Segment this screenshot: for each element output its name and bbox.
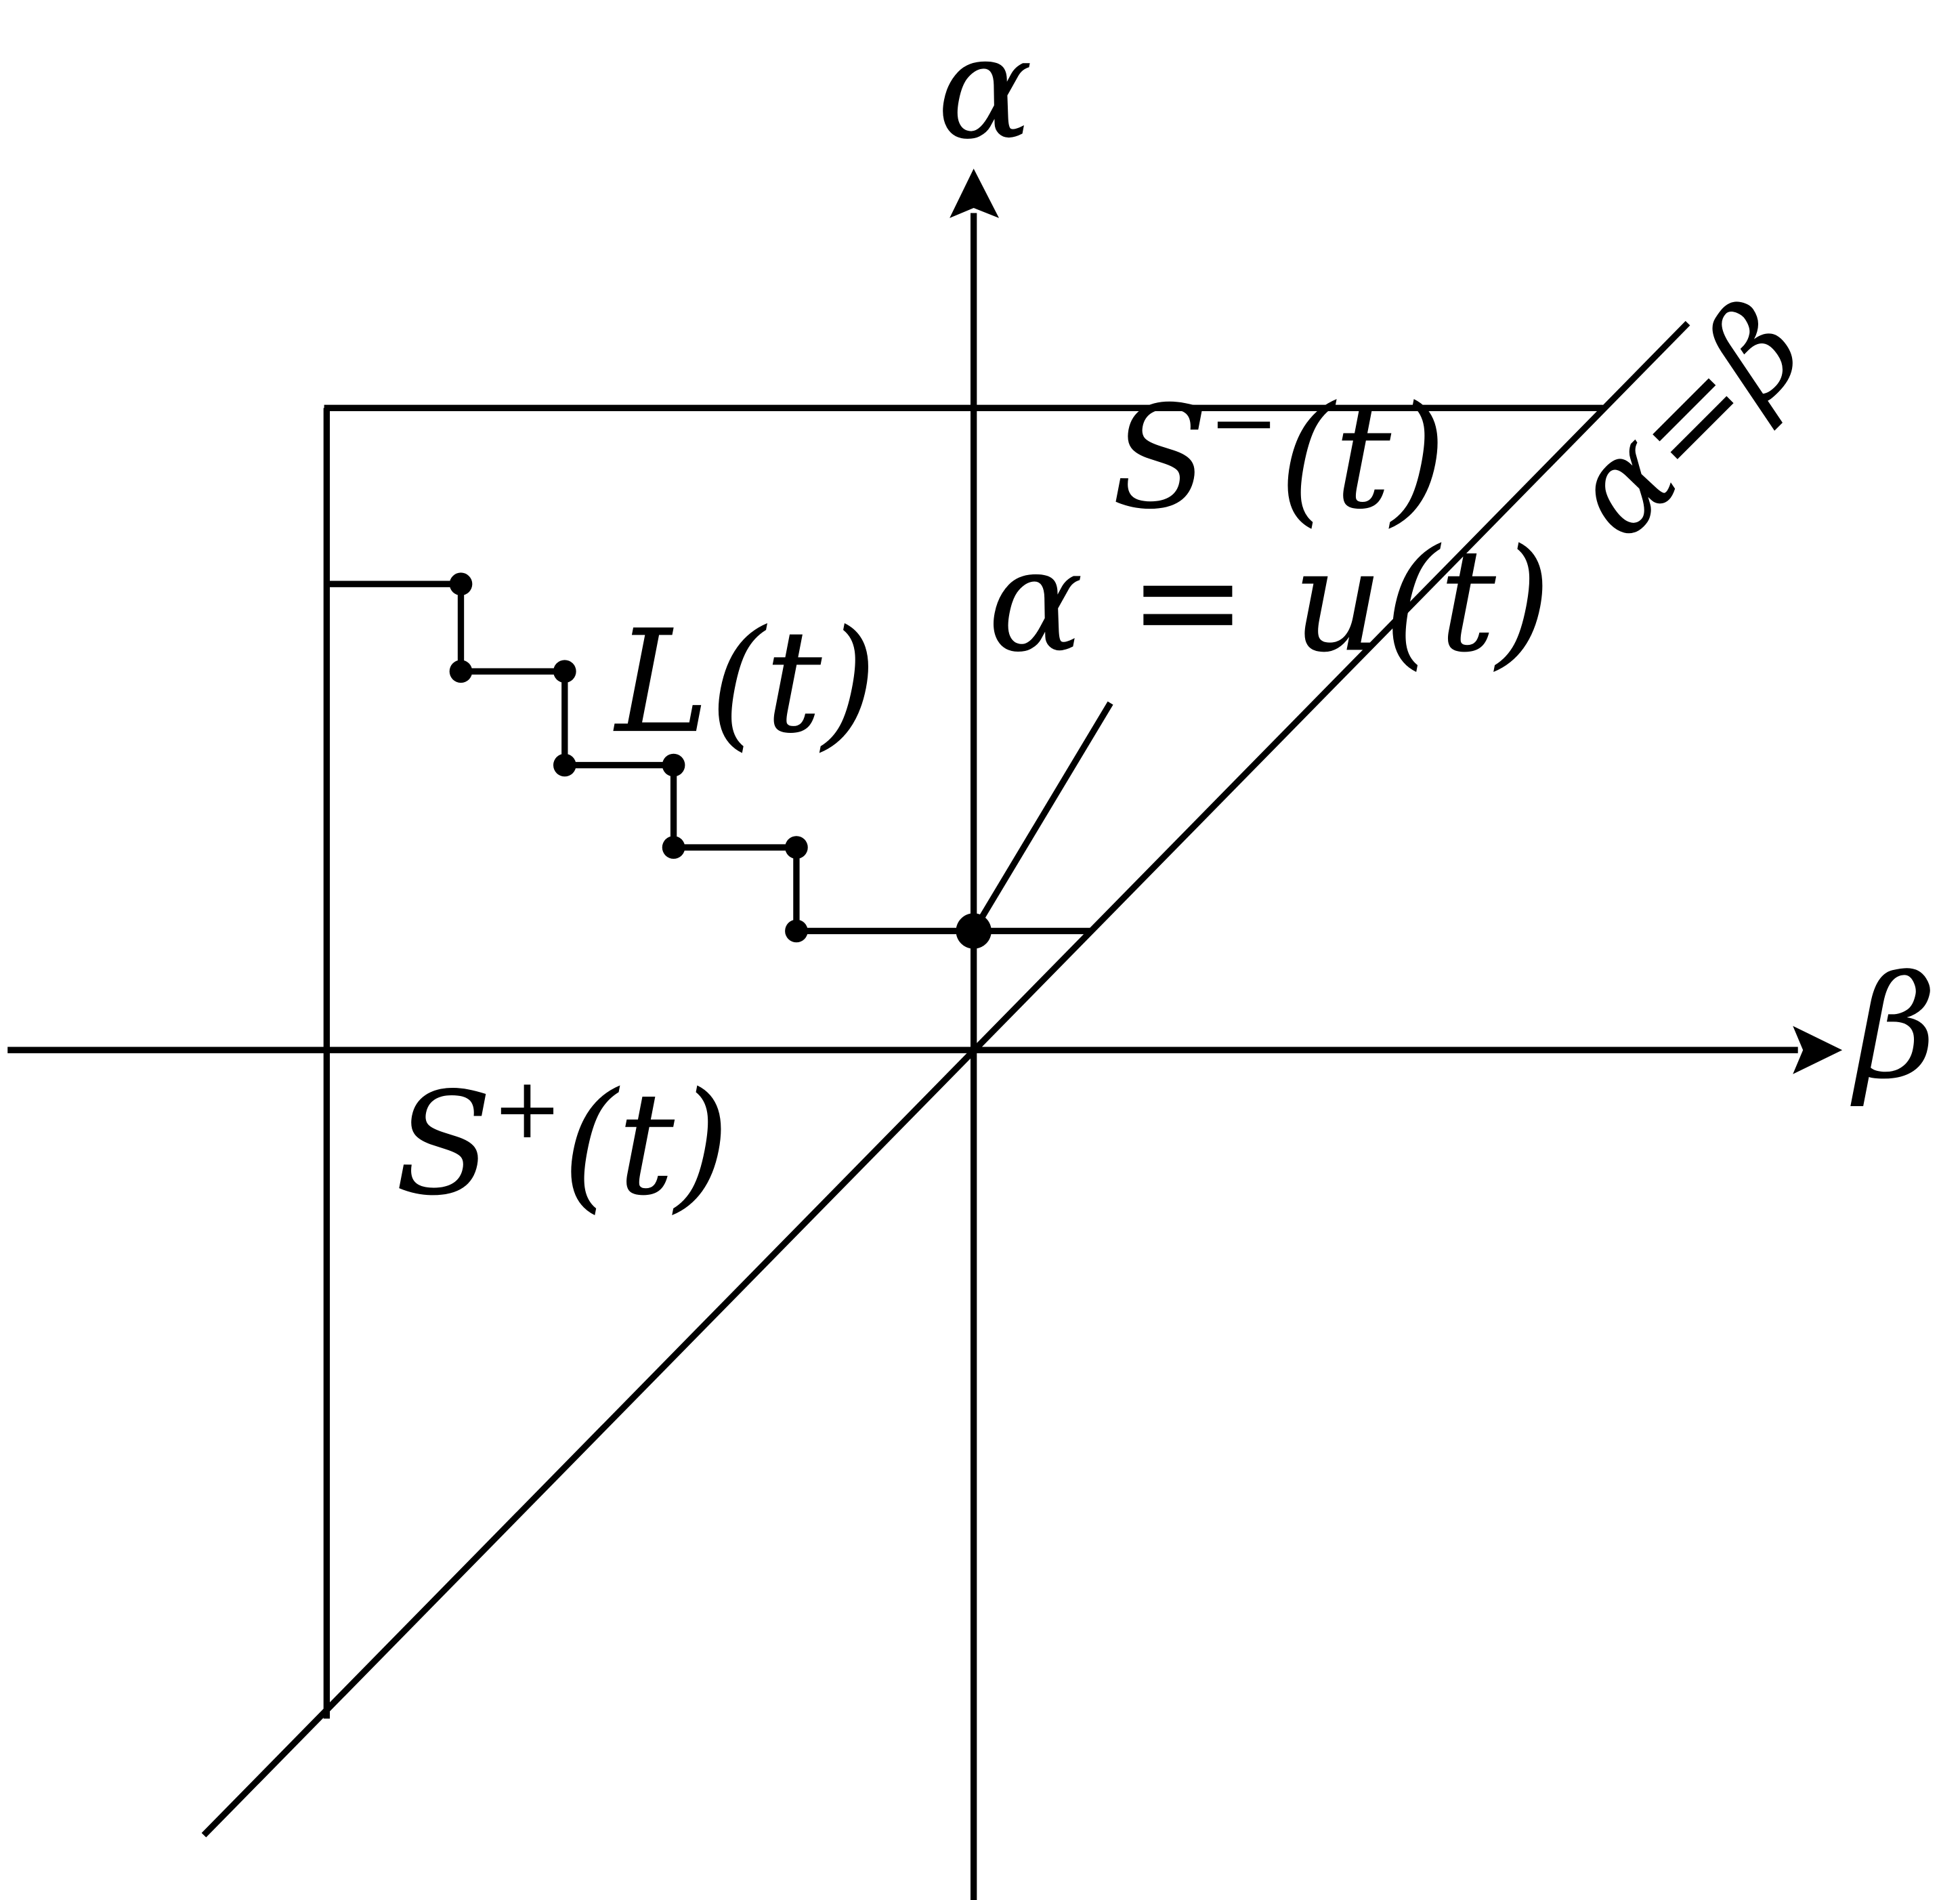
alpha-axis xyxy=(950,169,1000,1900)
staircase-L xyxy=(326,580,1092,935)
s-plus-base: S xyxy=(395,1062,492,1227)
staircase-points xyxy=(449,572,992,949)
l-t-label: L(t) xyxy=(613,600,878,765)
step-point xyxy=(785,919,808,943)
step-point xyxy=(785,836,808,859)
s-plus-arg: (t) xyxy=(562,1062,730,1227)
u-point xyxy=(956,913,992,949)
s-plus-label: S+(t) xyxy=(395,1060,729,1227)
s-minus-base: S xyxy=(1111,376,1208,541)
step-point xyxy=(662,836,685,859)
alpha-u-label: α = u(t) xyxy=(987,519,1551,683)
diagonal-label: α=β xyxy=(1540,274,1832,566)
step-point xyxy=(662,753,685,777)
s-minus-label: S−(t) xyxy=(1111,374,1446,541)
s-plus-sup: + xyxy=(492,1060,562,1158)
beta-axis-arrowhead xyxy=(1793,1026,1843,1074)
beta-axis-label: β xyxy=(1850,946,1937,1110)
step-point xyxy=(553,660,576,683)
step-point xyxy=(449,660,473,683)
alpha-axis-arrowhead xyxy=(950,169,1000,218)
step-point xyxy=(449,572,473,596)
step-point xyxy=(553,753,576,777)
s-minus-sup: − xyxy=(1209,374,1279,471)
region-boundary xyxy=(323,404,1603,1719)
alpha-axis-label: α xyxy=(937,6,1032,171)
u-pointer-line xyxy=(975,701,1113,927)
s-minus-arg: (t) xyxy=(1279,376,1447,541)
staircase-path xyxy=(326,580,1092,935)
beta-axis xyxy=(7,1026,1843,1074)
diagonal-line xyxy=(201,320,1690,1838)
